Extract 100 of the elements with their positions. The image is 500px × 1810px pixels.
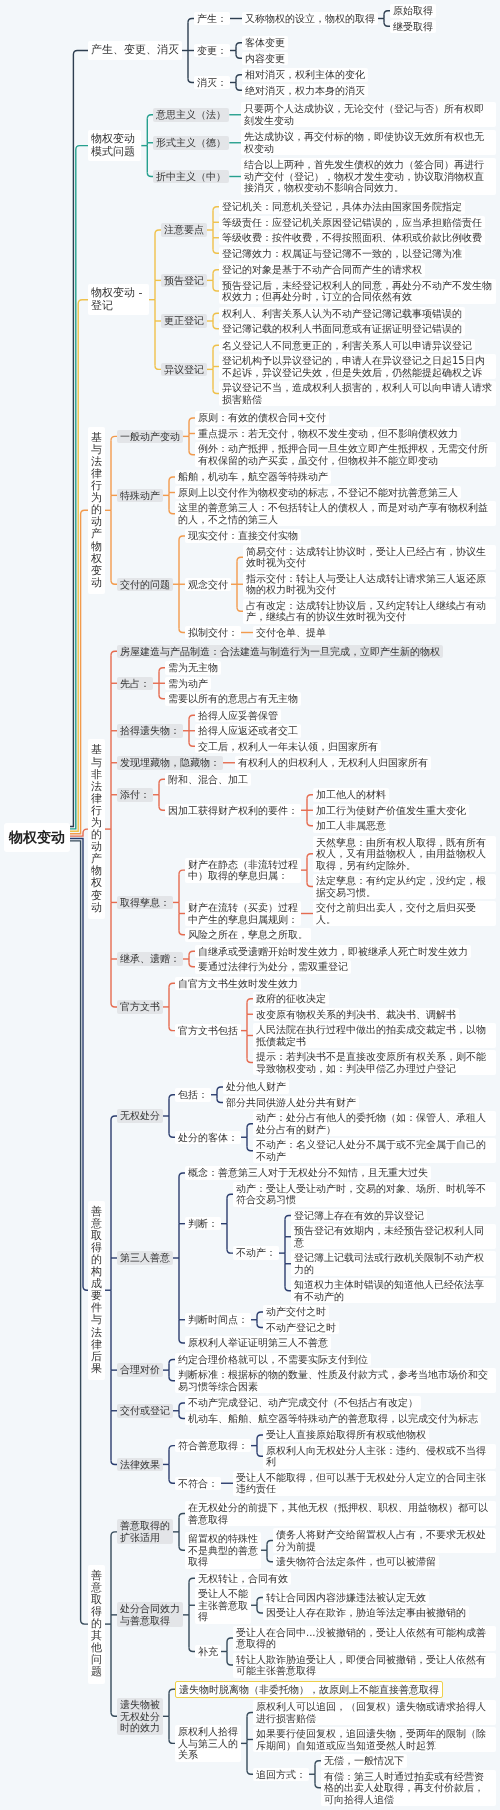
connector-line bbox=[110, 1115, 118, 1121]
connector-line bbox=[256, 1596, 264, 1603]
subtopic-label: 房屋建造与产品制造：合法建造与制造行为一旦完成，立即产生新的物权 bbox=[117, 644, 443, 658]
connector-line bbox=[206, 368, 214, 371]
connector-line bbox=[182, 435, 190, 438]
connector-line bbox=[212, 237, 214, 250]
connector-line bbox=[158, 805, 166, 811]
topic-note: 名义登记人不同意更正的，利害关系人可以申请异议登记 bbox=[219, 338, 475, 352]
connector-line bbox=[172, 901, 180, 904]
connector-line bbox=[158, 794, 160, 807]
topic-note: 有权利人的归权利人，无权利人归国家所有 bbox=[235, 756, 431, 770]
topic-note: 知道权力主体时错误的知道他人已经依法享有不动产的 bbox=[291, 1278, 496, 1304]
connector-line bbox=[178, 1338, 186, 1344]
connector-line bbox=[212, 320, 214, 326]
topic-note: 内容变更 bbox=[242, 51, 288, 65]
connector-line bbox=[188, 958, 190, 964]
topic-note: 不动产登记之时 bbox=[263, 1320, 339, 1335]
connector-line bbox=[383, 14, 385, 20]
connector-line bbox=[284, 1236, 286, 1254]
connector-line bbox=[188, 1614, 190, 1649]
connector-line bbox=[168, 1478, 176, 1484]
connector-line bbox=[178, 912, 186, 915]
connector-line bbox=[178, 1512, 186, 1519]
connector-line bbox=[250, 1444, 258, 1447]
connector-line bbox=[284, 1263, 286, 1288]
connector-line bbox=[178, 535, 186, 541]
connector-line bbox=[226, 1197, 228, 1225]
connector-line bbox=[162, 1006, 170, 1008]
connector-line bbox=[260, 1549, 268, 1551]
connector-line bbox=[158, 782, 160, 796]
connector-line bbox=[278, 1252, 286, 1254]
connector-line bbox=[256, 1451, 264, 1457]
topic-note: 风险之所在，孳息之所取。 bbox=[185, 928, 311, 942]
connector-line bbox=[154, 299, 156, 322]
connector-line bbox=[69, 509, 89, 835]
connector-line bbox=[178, 1516, 180, 1533]
connector-line bbox=[154, 364, 162, 371]
connector-line bbox=[246, 1029, 248, 1037]
subtopic-label: 法律效果 bbox=[117, 1457, 163, 1472]
connector-line bbox=[246, 1034, 248, 1060]
connector-line bbox=[168, 1358, 176, 1365]
connector-line bbox=[236, 583, 238, 608]
connector-line bbox=[110, 1535, 112, 1616]
connector-line bbox=[188, 718, 190, 732]
connector-line bbox=[168, 1448, 170, 1466]
connector-line bbox=[110, 1711, 118, 1717]
connector-line bbox=[188, 432, 190, 438]
connector-line bbox=[178, 1531, 180, 1547]
connector-line bbox=[314, 1760, 322, 1766]
topic-note: 原则上以交付作为物权变动的标志，不登记不能对抗善意第三人 bbox=[175, 485, 461, 500]
connector-line bbox=[168, 491, 176, 494]
connector-line bbox=[306, 869, 308, 884]
topic-note: 占有改定：达成转让协议后，又约定转让人继续占有动产，继续占有的协议生效时视为交付 bbox=[243, 598, 496, 624]
subtopic-label: 异议登记 bbox=[161, 362, 207, 377]
topic-note: 受让人不能主张善意取得 bbox=[195, 1587, 251, 1624]
connector-line bbox=[110, 1459, 118, 1466]
connector-line bbox=[110, 901, 118, 904]
topic-note: 遗失物符合法定条件，也可以被滞留 bbox=[273, 1555, 439, 1569]
topic-note: 处分他人财产 bbox=[223, 1080, 289, 1094]
connector-line bbox=[300, 869, 308, 871]
topic-note: 观念交付 bbox=[185, 577, 231, 591]
connector-line bbox=[181, 49, 189, 52]
subtopic-label: 形式主义（德） bbox=[153, 136, 230, 150]
connector-line bbox=[187, 49, 195, 52]
subtopic-label: 拾得遗失物： bbox=[117, 724, 183, 738]
topic-note: 需为动产 bbox=[165, 676, 211, 690]
topic-note: 例外：动产抵押，抵押合同一旦生效立即产生抵押权，无需交付所有权保留的动产买卖，虽交付，但物权并不能立即变动 bbox=[195, 442, 496, 468]
connector-line bbox=[246, 1715, 248, 1741]
connector-line bbox=[284, 1252, 286, 1265]
connector-line bbox=[110, 494, 112, 511]
connector-line bbox=[154, 320, 156, 367]
connector-line bbox=[168, 1444, 176, 1451]
connector-line bbox=[187, 49, 189, 80]
topic-note: 不符合： bbox=[175, 1476, 221, 1490]
subtopic-label: 第三人善意 bbox=[117, 1251, 173, 1265]
connector-line bbox=[256, 1608, 264, 1614]
topic-note: 简易交付：达成转让协议时，受让人已经占有，协议生效时视为交付 bbox=[243, 544, 496, 570]
connector-line bbox=[152, 682, 160, 684]
connector-line bbox=[178, 1319, 180, 1340]
connector-line bbox=[162, 1715, 170, 1717]
connector-line bbox=[314, 1764, 316, 1775]
topic-note: 加工行为使财产价值发生重大变化 bbox=[313, 803, 469, 817]
connector-line bbox=[146, 142, 154, 144]
main-topic: 产生、变更、消灭 bbox=[88, 41, 182, 60]
topic-note: 财产在流转（买卖）过程中产生的孳息归属规则： bbox=[185, 901, 301, 926]
connector-line bbox=[168, 1094, 176, 1100]
topic-note: 登记簿上存在有效的异议登记 bbox=[291, 1208, 427, 1223]
central-topic: 物权变动 bbox=[4, 822, 70, 852]
topic-note: 登记簿效力：权属证与登记簿不一致的，以登记簿为准 bbox=[219, 246, 465, 260]
connector-line bbox=[188, 1604, 196, 1606]
topic-note: 机动车、船舶、航空器等特殊动产的善意取得，以完成交付为标志 bbox=[185, 1411, 481, 1426]
subtopic-label: 意思主义（法） bbox=[153, 108, 230, 122]
connector-line bbox=[162, 494, 170, 497]
main-topic: 基与法律行为的动产物权变动 bbox=[88, 426, 105, 594]
topic-note: 预告登记后，未经登记权利人的同意，再处分不动产不发生物权效力；但再处分时，订立的合同依然有效 bbox=[219, 278, 496, 304]
connector-line bbox=[178, 1176, 180, 1225]
topic-note: 交付仓单、提单 bbox=[253, 625, 329, 640]
connector-line bbox=[226, 1248, 234, 1254]
topic-note: 受让人直接原始取得所有权或他物权 bbox=[263, 1428, 429, 1442]
topic-note: 登记簿上记载司法或行政机关限制不动产权力的 bbox=[291, 1251, 496, 1277]
